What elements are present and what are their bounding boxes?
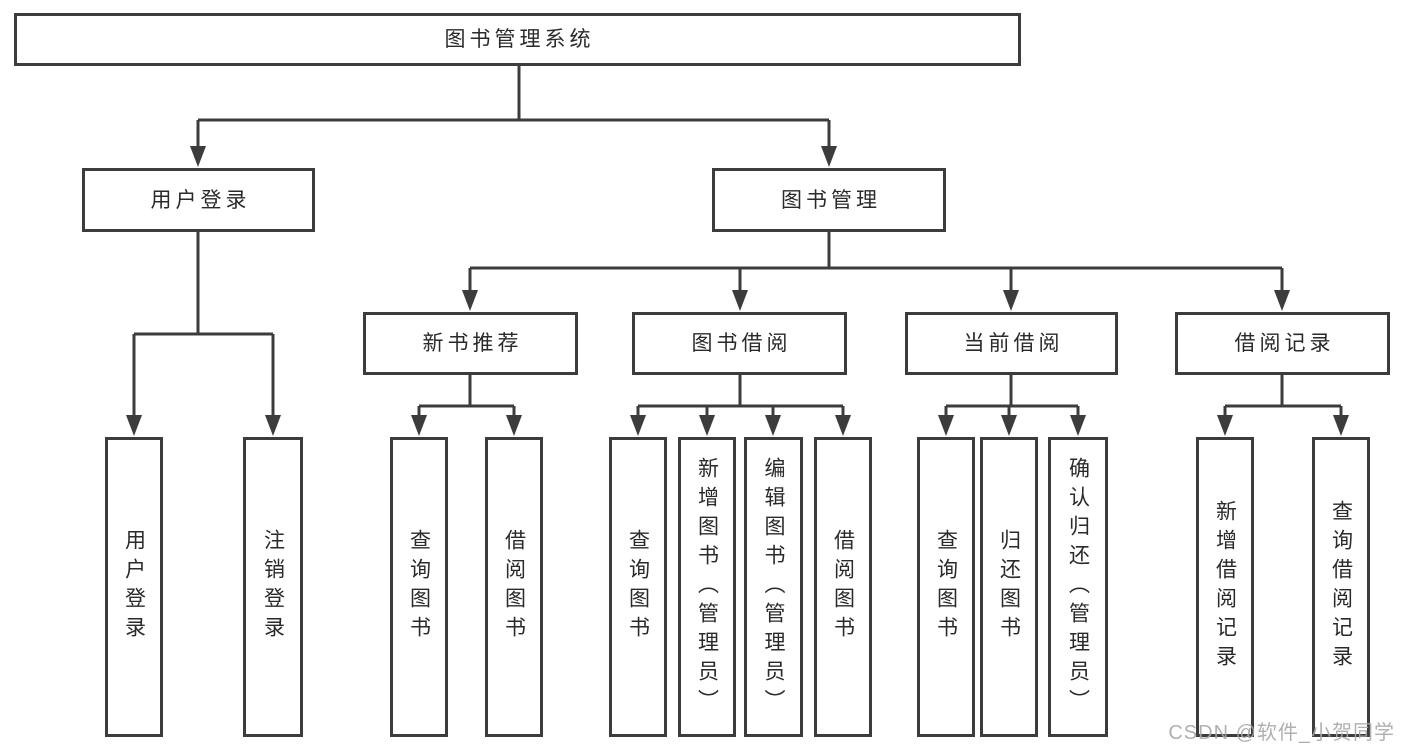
- arrow-icon: [1217, 415, 1233, 436]
- node-user-login: 用户登录: [82, 168, 315, 232]
- arrow-icon: [506, 415, 522, 436]
- arrow-icon: [126, 415, 142, 436]
- node-label: 新书推荐: [422, 332, 523, 355]
- arrowheads: [126, 146, 1349, 436]
- arrow-icon: [630, 415, 646, 436]
- node-label: 查询图书: [934, 529, 958, 645]
- arrow-icon: [411, 415, 427, 436]
- leaf-query-books-recommend: 查询图书: [390, 437, 448, 737]
- node-label: 确认归还（管理员）: [1066, 456, 1090, 718]
- node-label: 编辑图书（管理员）: [762, 456, 785, 718]
- node-label: 借阅记录: [1234, 332, 1335, 355]
- node-label: 新增图书（管理员）: [695, 456, 719, 718]
- connector-root-to-level2: [196, 66, 831, 150]
- node-label: 查询借阅记录: [1329, 500, 1353, 674]
- leaf-query-books-borrowing: 查询图书: [609, 437, 667, 737]
- arrow-icon: [835, 415, 851, 436]
- leaf-query-borrow-record: 查询借阅记录: [1312, 437, 1370, 737]
- connector-book-management-children: [468, 232, 1284, 294]
- node-borrow-records: 借阅记录: [1175, 312, 1390, 375]
- leaf-return-books: 归还图书: [980, 437, 1038, 737]
- connector-new-book-recommend-children: [417, 375, 516, 419]
- arrow-icon: [265, 415, 281, 436]
- arrow-icon: [765, 415, 781, 436]
- connector-user-login-children: [132, 232, 275, 419]
- leaf-borrow-books-borrowing: 借阅图书: [814, 437, 872, 737]
- node-book-borrowing: 图书借阅: [632, 312, 847, 375]
- connector-paths: [132, 66, 1343, 419]
- node-label: 注销登录: [261, 529, 285, 645]
- node-label: 当前借阅: [963, 332, 1064, 355]
- arrow-icon: [938, 415, 954, 436]
- node-label: 查询图书: [626, 529, 650, 645]
- csdn-watermark: CSDN @软件_小贺同学: [1168, 722, 1395, 744]
- leaf-query-books-current: 查询图书: [917, 437, 975, 737]
- node-root: 图书管理系统: [14, 13, 1021, 66]
- leaf-user-login: 用户登录: [105, 437, 163, 737]
- arrow-icon: [732, 290, 748, 311]
- leaf-borrow-books-recommend: 借阅图书: [485, 437, 543, 737]
- node-new-book-recommend: 新书推荐: [363, 312, 578, 375]
- arrow-icon: [1070, 415, 1086, 436]
- connector-borrow-records-children: [1223, 375, 1343, 419]
- node-label: 归还图书: [997, 529, 1021, 645]
- arrow-icon: [1001, 415, 1017, 436]
- node-label: 借阅图书: [502, 529, 526, 645]
- arrow-icon: [821, 146, 837, 167]
- connector-book-borrowing-children: [636, 375, 845, 419]
- node-current-borrowing: 当前借阅: [905, 312, 1118, 375]
- arrow-icon: [1003, 290, 1019, 311]
- node-label: 用户登录: [150, 188, 251, 212]
- leaf-edit-books-admin: 编辑图书（管理员）: [744, 437, 803, 737]
- leaf-logout-login: 注销登录: [243, 437, 303, 737]
- node-label: 图书管理: [781, 188, 881, 212]
- node-label: 借阅图书: [831, 529, 855, 645]
- node-label: 查询图书: [407, 529, 431, 645]
- node-label: 新增借阅记录: [1213, 500, 1237, 674]
- connector-current-borrowing-children: [944, 375, 1080, 419]
- node-label: 图书借阅: [691, 332, 792, 355]
- node-label: 用户登录: [122, 529, 146, 645]
- arrow-icon: [462, 290, 478, 311]
- leaf-add-borrow-record: 新增借阅记录: [1196, 437, 1254, 737]
- arrow-icon: [1333, 415, 1349, 436]
- arrow-icon: [699, 415, 715, 436]
- node-book-management: 图书管理: [712, 168, 946, 232]
- arrow-icon: [1274, 290, 1290, 311]
- node-label: 图书管理系统: [444, 28, 595, 51]
- leaf-add-books-admin: 新增图书（管理员）: [678, 437, 736, 737]
- arrow-icon: [190, 146, 206, 167]
- leaf-confirm-return-admin: 确认归还（管理员）: [1048, 437, 1108, 737]
